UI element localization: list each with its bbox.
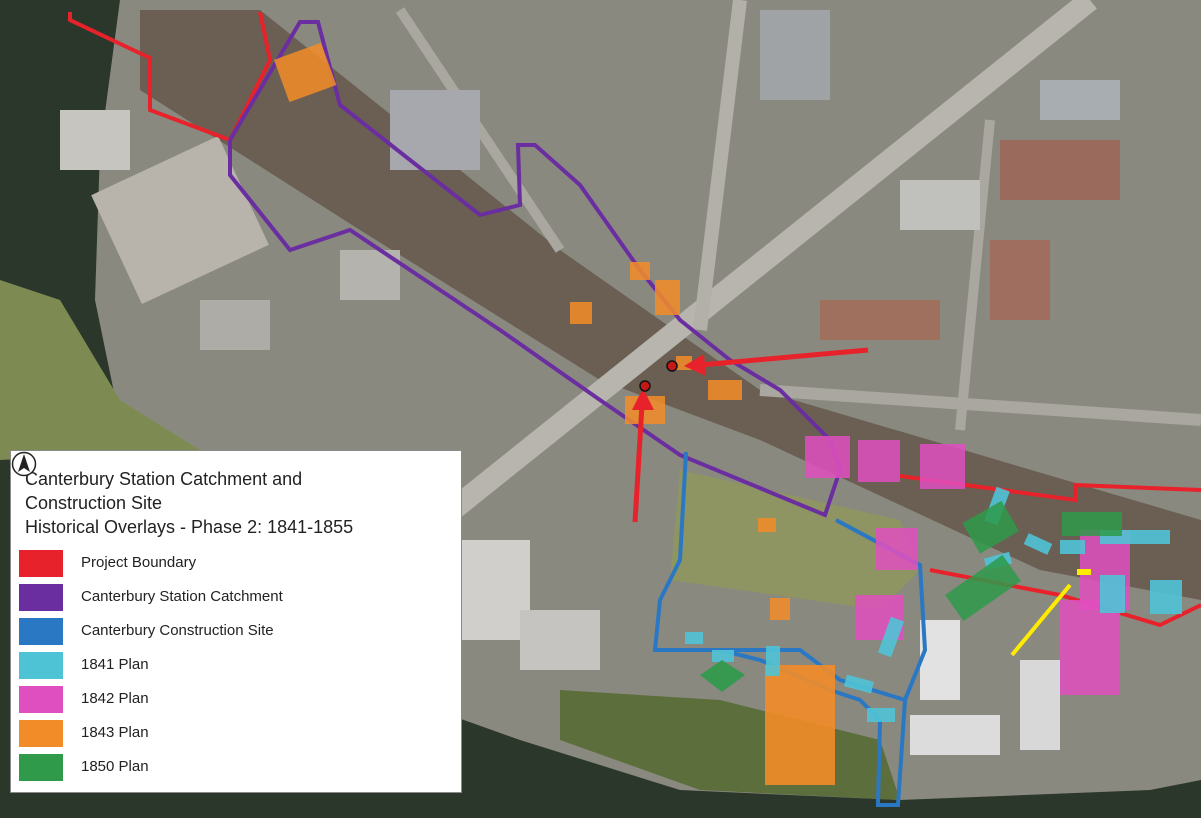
overlay-1843: [770, 598, 790, 620]
overlay-1841: [877, 616, 905, 658]
overlay-1850: [945, 554, 1021, 622]
overlay-1841: [1100, 575, 1125, 613]
building: [200, 300, 270, 350]
legend-label: Canterbury Construction Site: [81, 622, 274, 639]
legend-swatch: [19, 652, 63, 679]
legend-label: Canterbury Station Catchment: [81, 588, 283, 605]
building: [1040, 80, 1120, 120]
legend-item: Project Boundary: [19, 547, 449, 581]
overlay-1842: [1060, 600, 1120, 695]
legend-title-line: Canterbury Station Catchment and: [25, 469, 303, 489]
overlay-1843: [273, 42, 337, 103]
legend-swatch: [19, 754, 63, 781]
overlay-1843: [655, 280, 680, 315]
legend-swatch: [19, 720, 63, 747]
building: [760, 10, 830, 100]
legend-item: Canterbury Station Catchment: [19, 581, 449, 615]
building: [390, 90, 480, 170]
legend-item: 1841 Plan: [19, 649, 449, 683]
legend-swatch: [19, 686, 63, 713]
project-boundary-line: [68, 11, 273, 143]
side-road-1: [693, 0, 747, 331]
overlay-1842: [858, 440, 900, 482]
building: [990, 240, 1050, 320]
overlay-1841: [1023, 533, 1053, 555]
overlay-1841: [843, 674, 875, 694]
overlay-1841: [712, 650, 734, 662]
side-road-3: [955, 119, 995, 431]
river-bank: [0, 280, 200, 460]
legend-label: 1843 Plan: [81, 724, 149, 741]
legend-swatch: [19, 584, 63, 611]
overlay-1843: [630, 262, 650, 280]
pointer-arrowhead: [632, 388, 654, 410]
pointer-arrow: [632, 404, 645, 523]
overlay-1841: [1060, 540, 1085, 554]
overlay-1841: [1150, 580, 1182, 614]
site-marker: [639, 380, 651, 392]
overlay-1842: [876, 528, 918, 570]
pointer-arrow: [699, 347, 869, 368]
legend-items: Project Boundary Canterbury Station Catc…: [19, 547, 449, 785]
overlay-1850: [962, 500, 1019, 554]
legend-title-line: Construction Site: [25, 493, 163, 513]
overlay-1843: [708, 380, 742, 400]
legend-title-line: Historical Overlays - Phase 2: 1841-1855: [25, 517, 354, 537]
building: [520, 610, 600, 670]
legend-label: 1850 Plan: [81, 758, 149, 775]
building: [910, 715, 1000, 755]
north-arrow-icon: [11, 451, 37, 477]
highlight-arrow: [1010, 583, 1072, 657]
overlay-1841: [766, 646, 780, 676]
building: [460, 540, 530, 640]
sports-field: [670, 470, 920, 610]
map-legend: Canterbury Station Catchment and Constru…: [10, 450, 462, 793]
legend-item: 1842 Plan: [19, 683, 449, 717]
legend-label: 1842 Plan: [81, 690, 149, 707]
legend-title: Canterbury Station Catchment and Constru…: [25, 467, 405, 539]
legend-item: Canterbury Construction Site: [19, 615, 449, 649]
overlay-1843: [765, 665, 835, 785]
overlay-1850: [1062, 512, 1122, 536]
project-boundary-line: [899, 474, 1201, 503]
legend-swatch: [19, 618, 63, 645]
overlay-1842: [805, 436, 850, 478]
building: [920, 620, 960, 700]
overlay-1842: [920, 444, 965, 489]
building: [1020, 660, 1060, 750]
overlay-1841: [867, 708, 895, 722]
legend-label: Project Boundary: [81, 554, 197, 571]
legend-item: 1843 Plan: [19, 717, 449, 751]
overlay-1850: [700, 660, 745, 692]
main-road: [433, 0, 1097, 529]
pointer-arrowhead: [684, 354, 706, 376]
building: [900, 180, 980, 230]
legend-item: 1850 Plan: [19, 751, 449, 785]
overlay-1843: [570, 302, 592, 324]
legend-label: 1841 Plan: [81, 656, 149, 673]
side-road-2: [759, 384, 1201, 426]
overlay-1841: [685, 632, 703, 644]
highlight-marker: [1077, 569, 1091, 575]
building: [91, 136, 269, 304]
overlay-1843: [758, 518, 776, 532]
legend-swatch: [19, 550, 63, 577]
building: [1000, 140, 1120, 200]
site-marker: [666, 360, 678, 372]
building: [820, 300, 940, 340]
building: [60, 110, 130, 170]
